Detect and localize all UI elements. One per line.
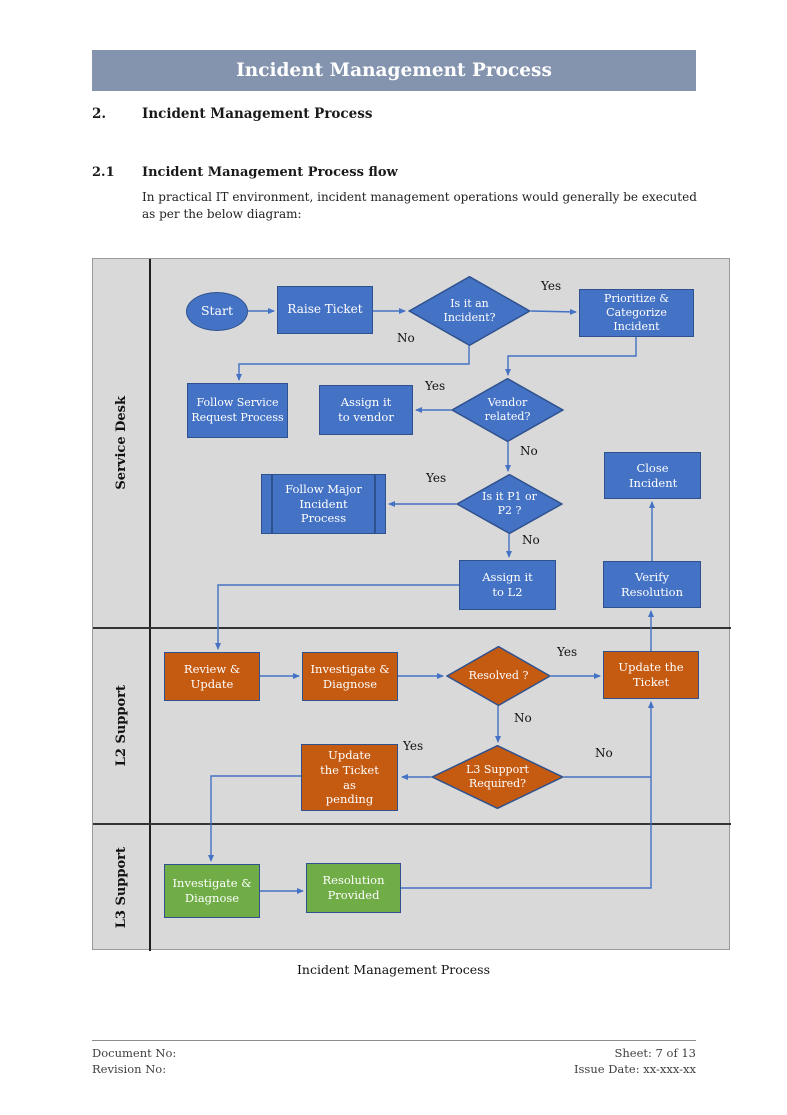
node-follow-major-incident: Follow Major Incident Process [261,474,386,534]
edge-label-p1p2-no: No [522,533,540,547]
node-is-it-an-incident: Is it an Incident? [408,276,531,346]
node-investigate-diagnose-l3: Investigate & Diagnose [164,864,260,918]
node-investigate-diagnose-l2: Investigate & Diagnose [302,652,398,701]
flow-connectors [208,308,655,894]
node-assign-to-vendor: Assign it to vendor [319,385,413,435]
edge-label-l3-no: No [595,746,613,760]
node-follow-service-request: Follow Service Request Process [187,383,288,438]
node-verify-resolution: Verify Resolution [603,561,701,608]
footer-sheet: Sheet: 7 of 13 [614,1046,697,1060]
lane-divider-l2-l3 [93,823,731,825]
section-2-1-title: Incident Management Process flow [142,165,398,180]
footer-issue-date: Issue Date: xx-xxx-xx [573,1062,696,1077]
flowchart-diagram: Service Desk L2 Support L3 Support [92,258,731,951]
node-is-it-p1-or-p2: Is it P1 or P2 ? [456,474,563,534]
node-start: Start [186,292,248,331]
footer-revision-no: Revision No: [92,1062,167,1077]
node-resolved: Resolved ? [446,646,551,706]
node-update-the-ticket: Update the Ticket [603,651,699,699]
node-prioritize-categorize: Prioritize & Categorize Incident [579,289,694,337]
edge-label-vendor-no: No [520,444,538,458]
footer-document-no: Document No: [92,1046,177,1060]
section-2-1-body: In practical IT environment, incident ma… [142,190,697,222]
node-review-update: Review & Update [164,652,260,701]
node-raise-ticket: Raise Ticket [277,286,373,334]
lane-divider-servicedesk-l2 [93,627,731,629]
lane-label-divider [149,259,151,951]
title-banner: Incident Management Process [92,50,696,91]
edge-label-resolved-no: No [514,711,532,725]
edge-label-resolved-yes: Yes [557,645,578,659]
footer-rule [92,1040,696,1041]
footer-left: Document No: Revision No: [92,1045,176,1077]
edge-label-vendor-yes: Yes [425,379,446,393]
node-assign-to-l2: Assign it to L2 [459,560,556,610]
diagram-caption: Incident Management Process [296,962,491,977]
node-update-ticket-pending: Update the Ticket as pending [301,744,398,811]
footer-right: Sheet: 7 of 13 Issue Date: xx-xxx-xx [396,1045,696,1077]
section-2-title: Incident Management Process [142,106,373,122]
page-title: Incident Management Process [236,60,552,81]
node-resolution-provided: Resolution Provided [306,863,401,913]
node-close-incident: Close Incident [604,452,701,499]
edge-label-incident-no: No [397,331,415,345]
edge-label-incident-yes: Yes [541,279,562,293]
section-2-number: 2. [92,106,107,122]
edge-label-l3-yes: Yes [403,739,424,753]
node-l3-support-required: L3 Support Required? [431,745,564,809]
node-vendor-related: Vendor related? [451,378,564,442]
section-2-1-number: 2.1 [92,165,115,180]
edge-label-p1p2-yes: Yes [426,471,447,485]
